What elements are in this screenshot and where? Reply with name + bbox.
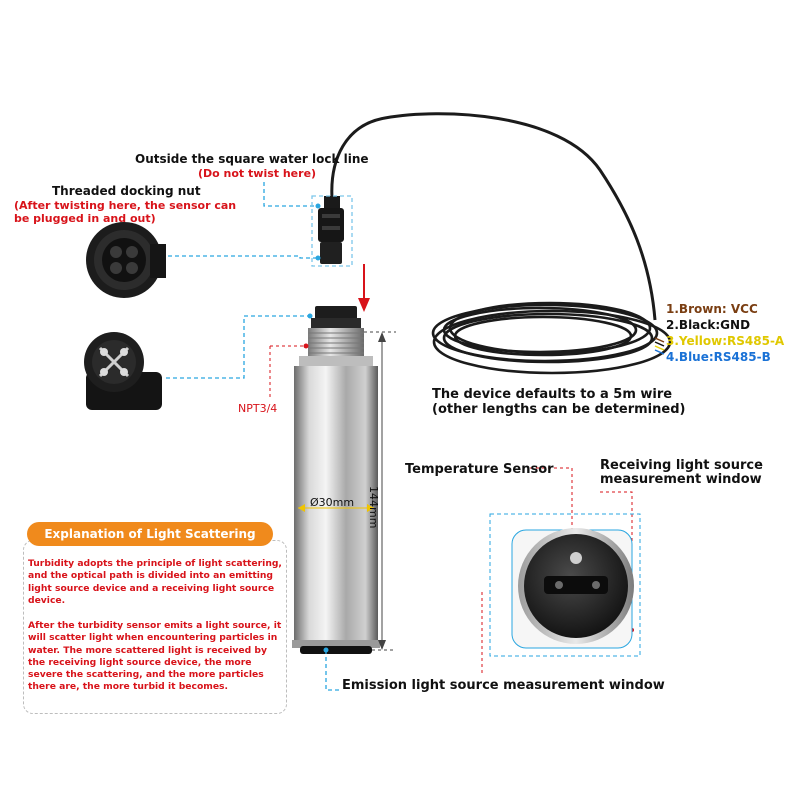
- blue-leaders: [166, 182, 353, 691]
- wire-brown-num: 1.: [666, 302, 679, 316]
- receiving-window-line1: Receiving light source: [600, 458, 763, 473]
- temperature-sensor-label: Temperature Sensor: [405, 462, 554, 477]
- pin-connector-image: [84, 332, 162, 410]
- docking-note-line2: be plugged in and out): [14, 212, 156, 225]
- docking-nut-label: Threaded docking nut: [52, 184, 201, 198]
- npt-label: NPT3/4: [238, 402, 278, 415]
- wire-default-line1: The device defaults to a 5m wire: [432, 387, 673, 402]
- wire-default-line2: (other lengths can be determined): [432, 402, 686, 417]
- wire-tails: [654, 337, 665, 355]
- cable-coil: [431, 301, 672, 375]
- water-lock-connector: [318, 196, 344, 264]
- length-label: 144mm: [367, 486, 380, 529]
- wire-brown-signal: VCC: [730, 302, 758, 316]
- wire-brown: 1.Brown: VCC: [666, 302, 758, 316]
- wire-yellow-signal: RS485-A: [727, 334, 785, 348]
- explanation-paragraph-2: After the turbidity sensor emits a light…: [28, 620, 282, 693]
- wire-yellow: 3.Yellow:RS485-A: [666, 334, 784, 348]
- wire-blue-signal: RS485-B: [713, 350, 771, 364]
- wire-black: 2.Black:GND: [666, 318, 750, 332]
- wire-black-name: Black:: [678, 318, 721, 332]
- cable: [330, 112, 657, 321]
- wire-blue-name: Blue:: [678, 350, 714, 364]
- explanation-paragraph-1: Turbidity adopts the principle of light …: [28, 558, 282, 606]
- explanation-title: Explanation of Light Scattering Method: [27, 522, 273, 565]
- sensor-body: [292, 306, 380, 654]
- sensor-face-image: [489, 513, 641, 657]
- wire-blue-num: 4.: [666, 350, 679, 364]
- wire-black-signal: GND: [720, 318, 751, 332]
- water-lock-note: (Do not twist here): [198, 167, 317, 180]
- wire-yellow-num: 3.: [666, 334, 679, 348]
- wire-black-num: 2.: [666, 318, 679, 332]
- red-leaders: [269, 345, 633, 676]
- receiving-window-line2: measurement window: [600, 472, 762, 487]
- docking-note-line1: (After twisting here, the sensor can: [14, 199, 237, 212]
- diameter-label: Ø30mm: [310, 496, 355, 509]
- wire-yellow-name: Yellow:: [678, 334, 728, 348]
- emission-window-label: Emission light source measurement window: [342, 678, 665, 693]
- docking-nut-image: [86, 222, 166, 298]
- wire-blue: 4.Blue:RS485-B: [666, 350, 771, 364]
- water-lock-line-label: Outside the square water lock line: [135, 152, 369, 166]
- wire-brown-name: Brown:: [678, 302, 727, 316]
